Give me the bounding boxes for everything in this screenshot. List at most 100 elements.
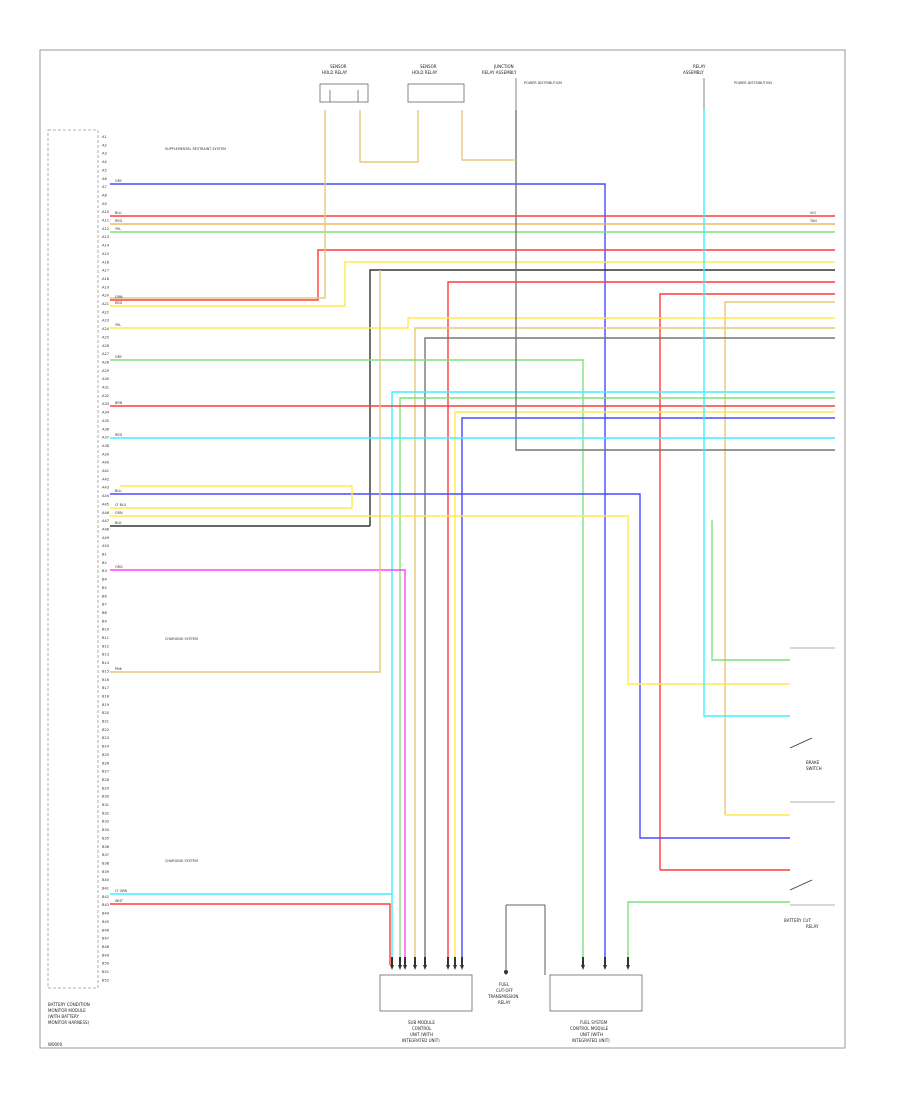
wire-green [110,359,584,965]
svg-text:INTEGRATED UNIT): INTEGRATED UNIT) [402,1038,440,1043]
pin-label: A36 [102,427,110,431]
pin-label: B7 [102,603,107,607]
pin-label: B39 [102,870,110,874]
wire-red [110,903,391,965]
svg-text:RELAY ASSEMBLY: RELAY ASSEMBLY [482,70,517,75]
pin-label: B36 [102,845,110,849]
wire-yellow [454,411,835,965]
pin-label: A31 [102,386,109,390]
pin-label: B45 [102,920,109,924]
pin-label: A8 [102,193,107,197]
svg-text:UNIT (WITH: UNIT (WITH [410,1032,433,1037]
svg-text:POWER DISTRIBUTION: POWER DISTRIBUTION [734,81,772,85]
pin-label: A7 [102,185,107,189]
pin-label: B48 [102,945,110,949]
wire-code-tag: BLU [115,489,122,493]
right-switch-a: BRAKE SWITCH [789,647,835,803]
main-module-connector: A1A2A3A4A5A6A7A8A9A10A11A12A13A14A15A16A… [47,129,110,1025]
wire-gray [515,110,835,451]
pin-label: B33 [102,820,109,824]
pin-label: A16 [102,260,110,264]
note-charging-1: CHARGING SYSTEM [165,637,198,641]
pin-label: A24 [102,327,110,331]
wire-code-tag: GRY [115,355,123,359]
pin-label: A39 [102,452,110,456]
pin-label: B35 [102,836,109,840]
note-srs: SUPPLEMENTAL RESTRAINT SYSTEM [165,147,226,151]
pin-label: B46 [102,928,110,932]
pin-label: A3 [102,152,107,156]
pin-label: A27 [102,352,109,356]
wire-code-tag: LT GRN [115,889,128,893]
svg-text:CONTROL: CONTROL [412,1026,432,1031]
wire-tan [461,110,516,161]
main-module-label-3: (WITH BATTERY [48,1014,79,1019]
pin-label: A25 [102,335,109,339]
pin-label: A50 [102,544,110,548]
wire-tan [414,327,835,965]
pin-label: A42 [102,477,109,481]
pin-label: B43 [102,903,109,907]
wire-code-tag: WHT [115,899,124,903]
pin-label: B9 [102,619,107,623]
connector-arrow [581,965,585,970]
connector-arrow [446,965,450,970]
wire-black [369,269,835,526]
wire-group [110,110,835,970]
wire-code-tag: RED [115,219,122,223]
pin-label: A30 [102,377,110,381]
pin-label: A2 [102,143,107,147]
svg-text:SWITCH: SWITCH [806,766,822,771]
pin-label: A9 [102,202,107,206]
wire-code-tag: PNK [115,667,123,671]
svg-text:UNIT (WITH: UNIT (WITH [580,1032,603,1037]
connector-arrow [423,965,427,970]
pin-label: B29 [102,786,110,790]
svg-text:ASSEMBLY: ASSEMBLY [683,70,704,75]
wire-yellow [110,261,835,307]
pin-label: B38 [102,861,110,865]
note-charging-2: CHARGING SYSTEM [165,859,198,863]
wire-red [659,293,835,870]
pin-label: B1 [102,553,107,557]
pin-label: A35 [102,419,109,423]
pin-label: B32 [102,811,109,815]
wire-code-tag: RED [115,301,122,305]
connector-arrow [460,965,464,970]
pin-label: B14 [102,661,110,665]
wire-green [399,397,835,965]
connector-arrow [413,965,417,970]
wire-lightblue [391,391,835,965]
pin-label: A10 [102,210,110,214]
svg-text:CUT-OFF: CUT-OFF [496,988,514,993]
pin-label: B44 [102,912,110,916]
wire-code-tag: GRY [115,179,123,183]
pin-label: A12 [102,227,109,231]
pin-label: B3 [102,569,107,573]
pin-label: A49 [102,536,110,540]
right-switch-b: BATTERY CUT RELAY [784,879,835,929]
svg-text:JUNCTION: JUNCTION [493,64,514,69]
top-sensor-b: SENSOR HOLD RELAY [407,64,465,103]
svg-text:RELAY: RELAY [693,64,706,69]
pin-label: A48 [102,528,110,532]
pin-label: A32 [102,394,109,398]
pin-label: B19 [102,703,110,707]
pin-label: A4 [102,160,107,164]
wire-blue [461,417,835,965]
wire-tan [110,110,326,299]
top-junction-c: JUNCTION RELAY ASSEMBLY POWER DISTRIBUTI… [482,64,562,110]
pin-label: B10 [102,628,110,632]
pin-label: B30 [102,795,110,799]
wire-lightblue [703,110,790,717]
pin-label: B28 [102,778,110,782]
footer-code: W0000 [48,1042,63,1047]
pin-label: A45 [102,502,109,506]
pin-label: A46 [102,511,110,515]
svg-text:FUEL: FUEL [499,982,510,987]
pin-label: B4 [102,578,107,582]
bottom-center-relay: FUEL CUT-OFF TRANSMISSION RELAY [487,904,546,1005]
pin-label: B31 [102,803,109,807]
pin-label: A34 [102,411,110,415]
